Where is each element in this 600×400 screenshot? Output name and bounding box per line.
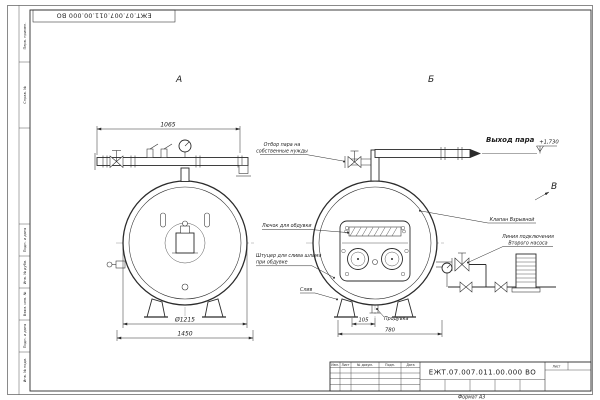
- annotation-hatch-text: Лючок для обдувки: [261, 223, 312, 229]
- dimension-105: 105: [351, 318, 376, 327]
- title-sheet-label: Лист: [552, 365, 560, 369]
- dimension-780: 780: [337, 320, 443, 337]
- margin-label-podp-data-1: Подп. и дата: [23, 228, 27, 252]
- title-block: Изм. Лист № докум. Подп. Дата ЕЖТ.07.007…: [329, 361, 592, 392]
- view-a: А: [94, 75, 254, 341]
- frame-margin-labels: Перв. примен. Справ. № Подп. и дата Инв.…: [23, 23, 27, 383]
- view-v-arrow: В: [534, 182, 557, 201]
- vessel-b-legs: [334, 298, 416, 318]
- pump-gauge-icon: [441, 262, 453, 287]
- pressure-gauge-icon: [178, 139, 192, 158]
- elevation-mark: +1,730: [536, 140, 559, 154]
- dimension-105-value: 105: [358, 318, 369, 324]
- view-a-piping: [94, 139, 251, 182]
- margin-label-inv-dubl: Инв. № дубл.: [23, 260, 27, 285]
- pump-icon: [511, 253, 541, 293]
- title-col-dokum: № докум.: [357, 363, 373, 367]
- dimension-top-width: 1065: [96, 122, 241, 155]
- elevation-value: +1,730: [539, 140, 559, 146]
- annotation-steam-own-line2: собственные нужды: [256, 149, 308, 155]
- burner-opening-left: [347, 248, 369, 270]
- top-stamp: ЕЖТ.07.007.011.00.000 ВО: [32, 9, 176, 23]
- annotation-drain: Слив: [300, 287, 338, 301]
- title-doc-number: ЕЖТ.07.007.011.00.000 ВО: [429, 369, 536, 377]
- vessel-a-center-fitting: [172, 220, 198, 254]
- view-b: Б: [306, 75, 537, 337]
- annotation-steam-outlet: Выход пара: [486, 136, 535, 144]
- annotation-sludge: Штуцер для слива шлама при обдувке: [256, 253, 335, 279]
- sheet-frame: [7, 5, 593, 395]
- blow-hatch-slot: [344, 226, 406, 237]
- dimension-780-value: 780: [385, 328, 396, 334]
- top-stamp-number: ЕЖТ.07.007.011.00.000 ВО: [56, 12, 151, 19]
- safety-valve-icon: [146, 143, 173, 158]
- annotation-explosion-valve: Клапан Взрывной: [419, 209, 536, 224]
- margin-label-vzam-inv: Взам. инв. №: [23, 292, 27, 317]
- title-col-data: Дата: [406, 363, 414, 367]
- annotation-pump-line: Линия подключения Второго насоса: [467, 234, 554, 264]
- annotation-sludge-line1: Штуцер для слива шлама: [256, 253, 321, 259]
- title-col-izm: Изм.: [331, 363, 339, 367]
- annotation-blowdown: Продувка: [376, 308, 408, 322]
- title-col-podp: Подп.: [385, 363, 395, 367]
- annotation-drain-text: Слив: [300, 287, 313, 293]
- format-label: Формат А3: [458, 395, 485, 400]
- view-v-label: В: [551, 182, 557, 192]
- view-a-label: А: [175, 75, 182, 85]
- pump-line-valve-icon: [454, 252, 470, 272]
- pump-assembly: [436, 252, 556, 293]
- steam-outlet-callout: Выход пара: [486, 136, 535, 144]
- margin-label-sprav-no: Справ. №: [23, 86, 27, 104]
- annotation-steam-own-needs: Отбор пара на собственные нужды: [256, 142, 345, 163]
- title-col-list: Лист: [341, 363, 349, 367]
- own-needs-valve-icon: [344, 150, 371, 169]
- line-valve-icon: [459, 281, 473, 293]
- annotation-pump-line1: Линия подключения: [501, 234, 554, 240]
- dimension-overall-width: 1450: [116, 330, 254, 341]
- margin-label-inv-podl: Инв. № подл.: [23, 358, 27, 383]
- check-valve-icon: [494, 281, 508, 293]
- vessel-a-slot-right: [204, 212, 210, 228]
- view-b-piping: [344, 147, 537, 182]
- steam-flow-arrow-icon: [470, 149, 481, 158]
- valve-icon: [109, 150, 124, 169]
- vessel-a-slot-left: [160, 212, 166, 228]
- annotation-steam-own-line1: Отбор пара на: [264, 142, 301, 148]
- dimension-diameter-value: Ø1215: [174, 317, 195, 324]
- margin-label-podp-data-2: Подп. и дата: [23, 324, 27, 348]
- dimension-top-width-value: 1065: [160, 122, 175, 129]
- annotation-hatch: Лючок для обдувки: [261, 223, 349, 234]
- burner-opening-right: [381, 248, 403, 270]
- dimension-overall-width-value: 1450: [177, 331, 192, 338]
- annotation-explosion-valve-text: Клапан Взрывной: [490, 217, 535, 223]
- margin-label-perv-primen: Перв. примен.: [23, 23, 27, 50]
- vessel-a-legs: [144, 298, 226, 318]
- annotation-pump-line2: Второго насоса: [508, 241, 547, 247]
- dimension-diameter: Ø1215: [122, 246, 248, 328]
- annotation-sludge-line2: при обдувке: [256, 260, 288, 266]
- annotation-blowdown-text: Продувка: [384, 316, 408, 322]
- vessel-b-plate: [339, 220, 411, 282]
- vessel-a-side-fitting: [106, 260, 126, 269]
- view-b-label: Б: [428, 75, 434, 85]
